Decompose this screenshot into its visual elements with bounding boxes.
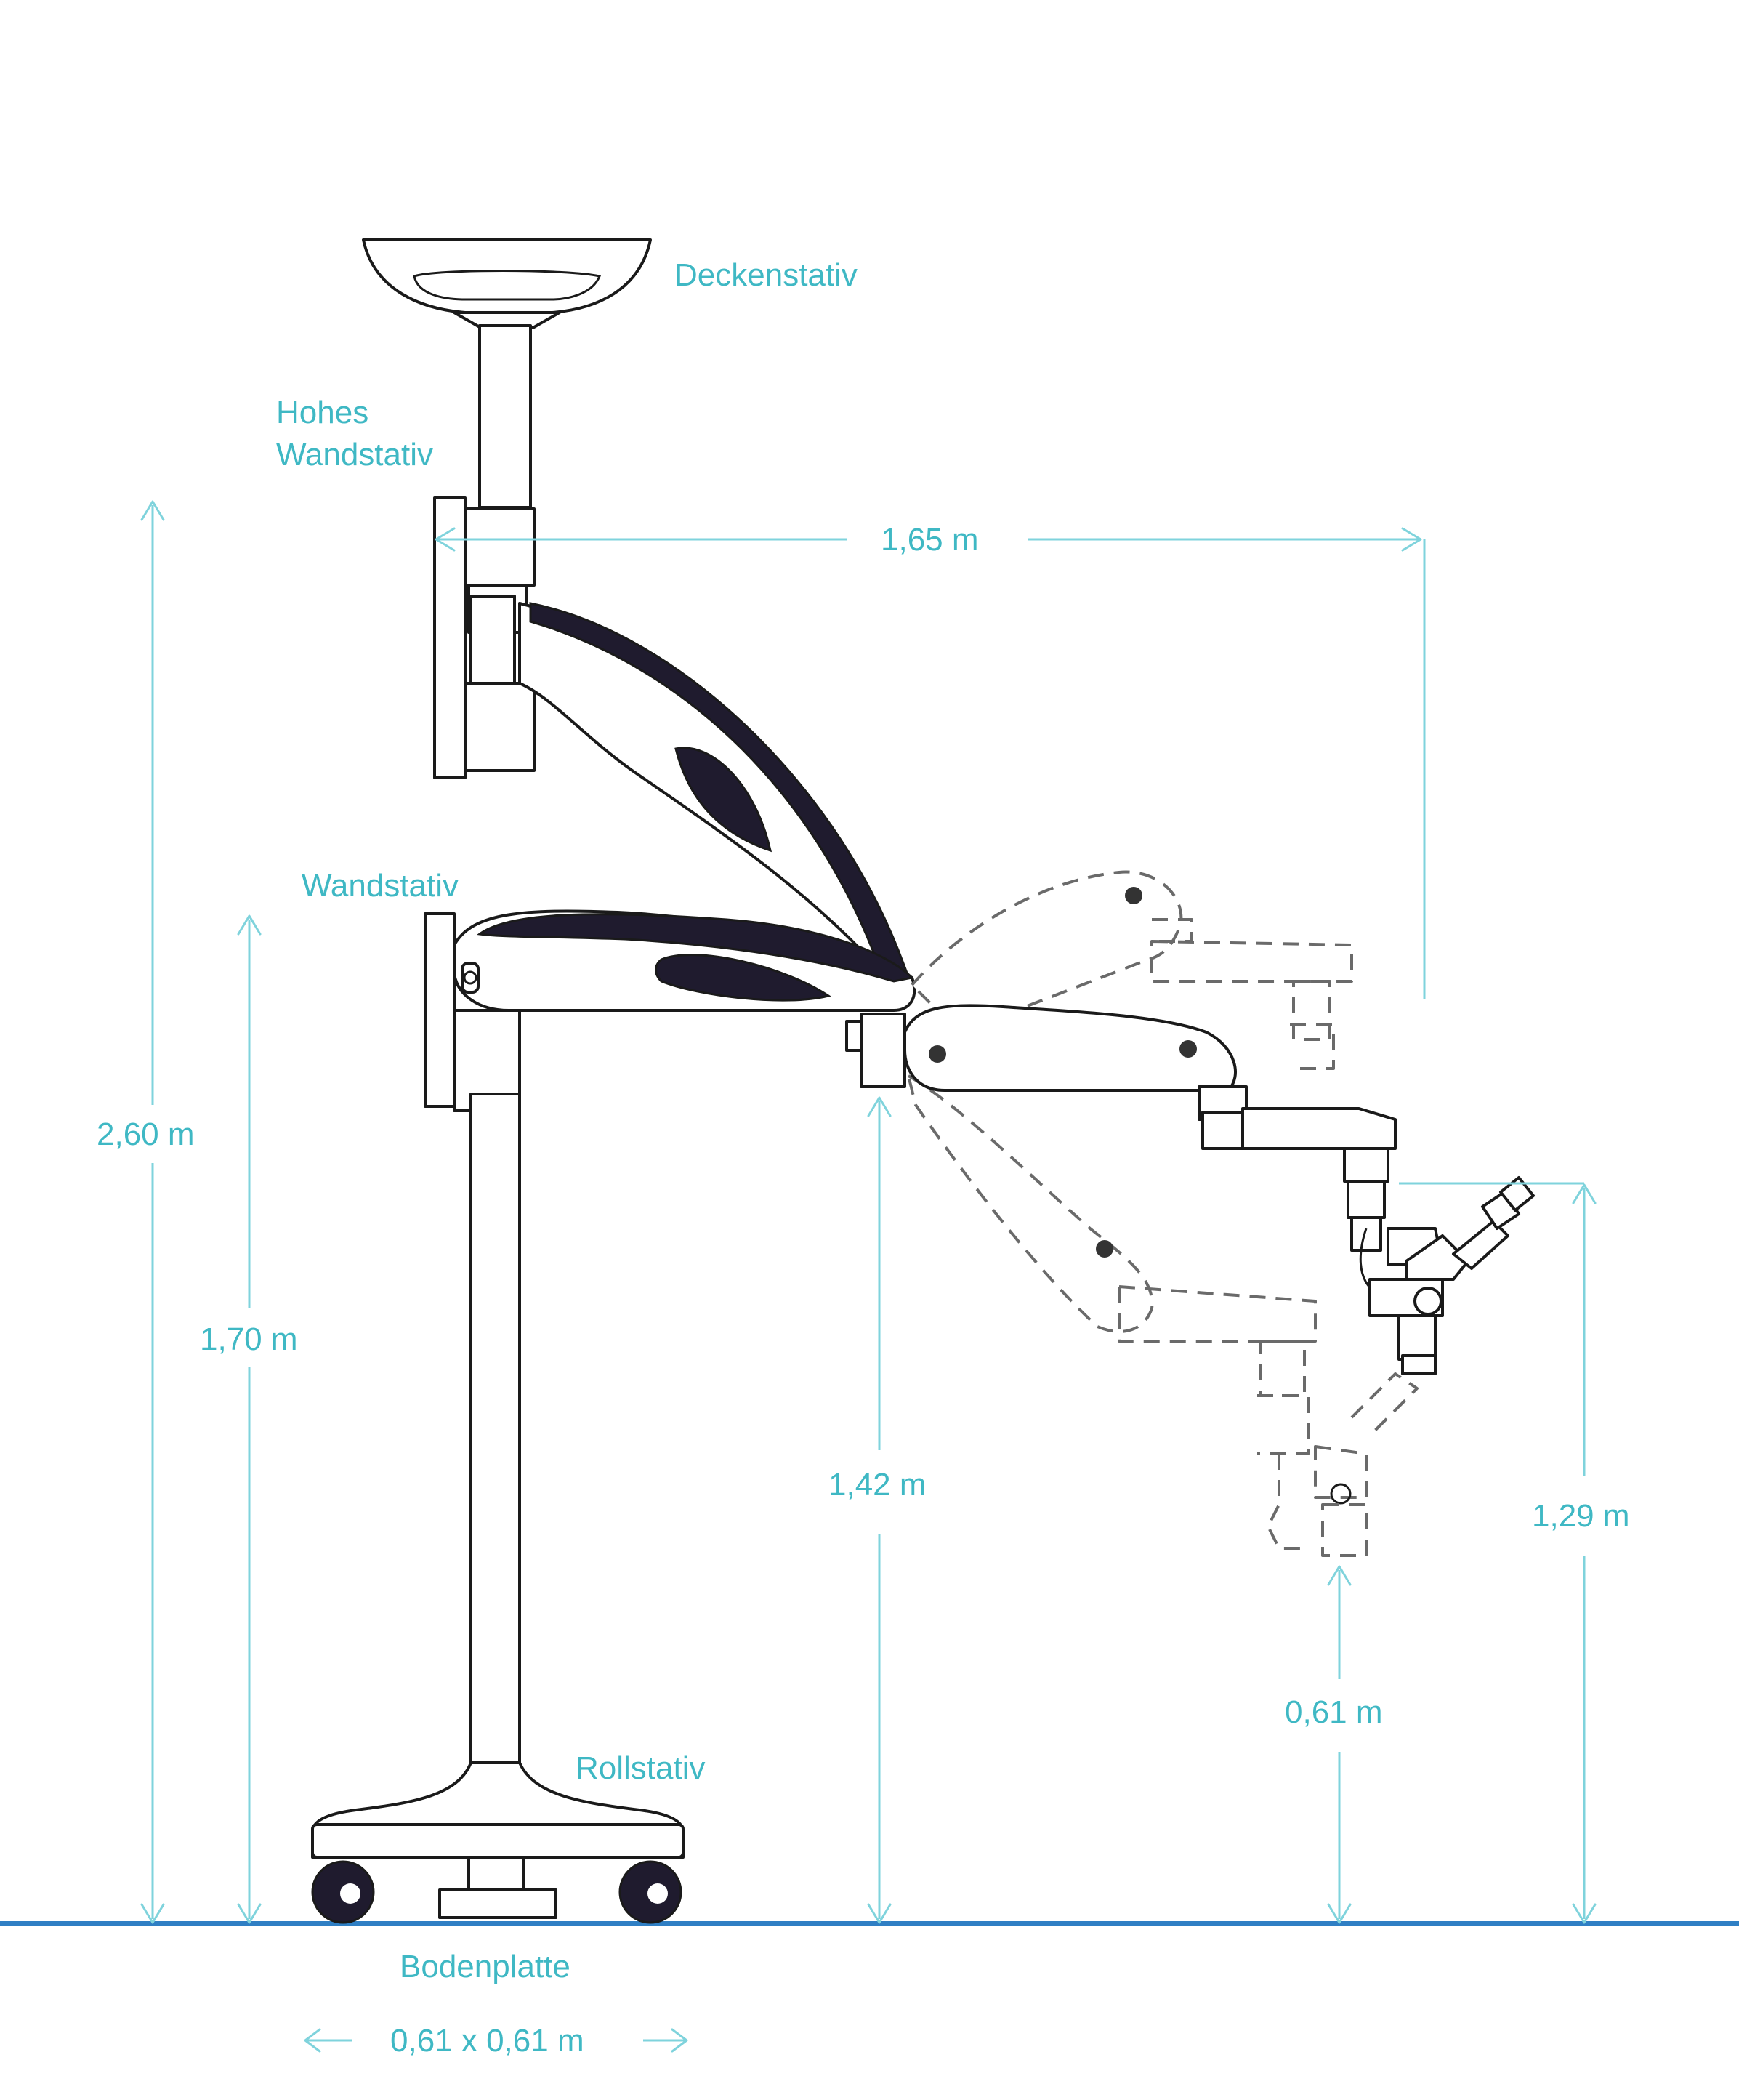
dim-1-42 — [867, 1096, 892, 1924]
ceiling-mount — [362, 238, 652, 509]
dim-1-65 — [435, 527, 1426, 999]
dim-label-1-29: 1,29 m — [1532, 1498, 1630, 1534]
dim-2-60 — [140, 500, 165, 1924]
dim-0-61 — [1327, 1565, 1352, 1924]
dim-label-1-42: 1,42 m — [828, 1467, 927, 1502]
dim-1-29 — [1399, 1182, 1597, 1924]
label-hohes-line1: Hohes — [276, 395, 368, 430]
dim-label-reach: 1,65 m — [881, 522, 979, 558]
wall-stand — [424, 909, 916, 1108]
roll-stand — [311, 1009, 685, 1924]
dim-label-1-70: 1,70 m — [200, 1321, 298, 1357]
main-arm — [845, 1004, 1397, 1252]
label-deckenstativ: Deckenstativ — [674, 257, 858, 293]
label-wandstativ: Wandstativ — [302, 868, 459, 904]
dim-label-base: 0,61 x 0,61 m — [390, 2023, 584, 2059]
arm-position-upper-dashed — [910, 870, 1353, 1070]
arm-position-lower-dashed — [905, 1072, 1419, 1557]
label-rollstativ: Rollstativ — [576, 1750, 706, 1786]
label-bodenplatte: Bodenplatte — [400, 1949, 570, 1984]
label-hohes-line2: Wandstativ — [276, 437, 433, 472]
high-wall-stand — [433, 496, 911, 983]
microscope-head — [1359, 1176, 1535, 1375]
dim-1-70 — [237, 914, 262, 1924]
dim-base — [304, 2028, 688, 2053]
dim-label-0-61: 0,61 m — [1285, 1694, 1383, 1730]
dim-label-2-60: 2,60 m — [97, 1117, 195, 1152]
